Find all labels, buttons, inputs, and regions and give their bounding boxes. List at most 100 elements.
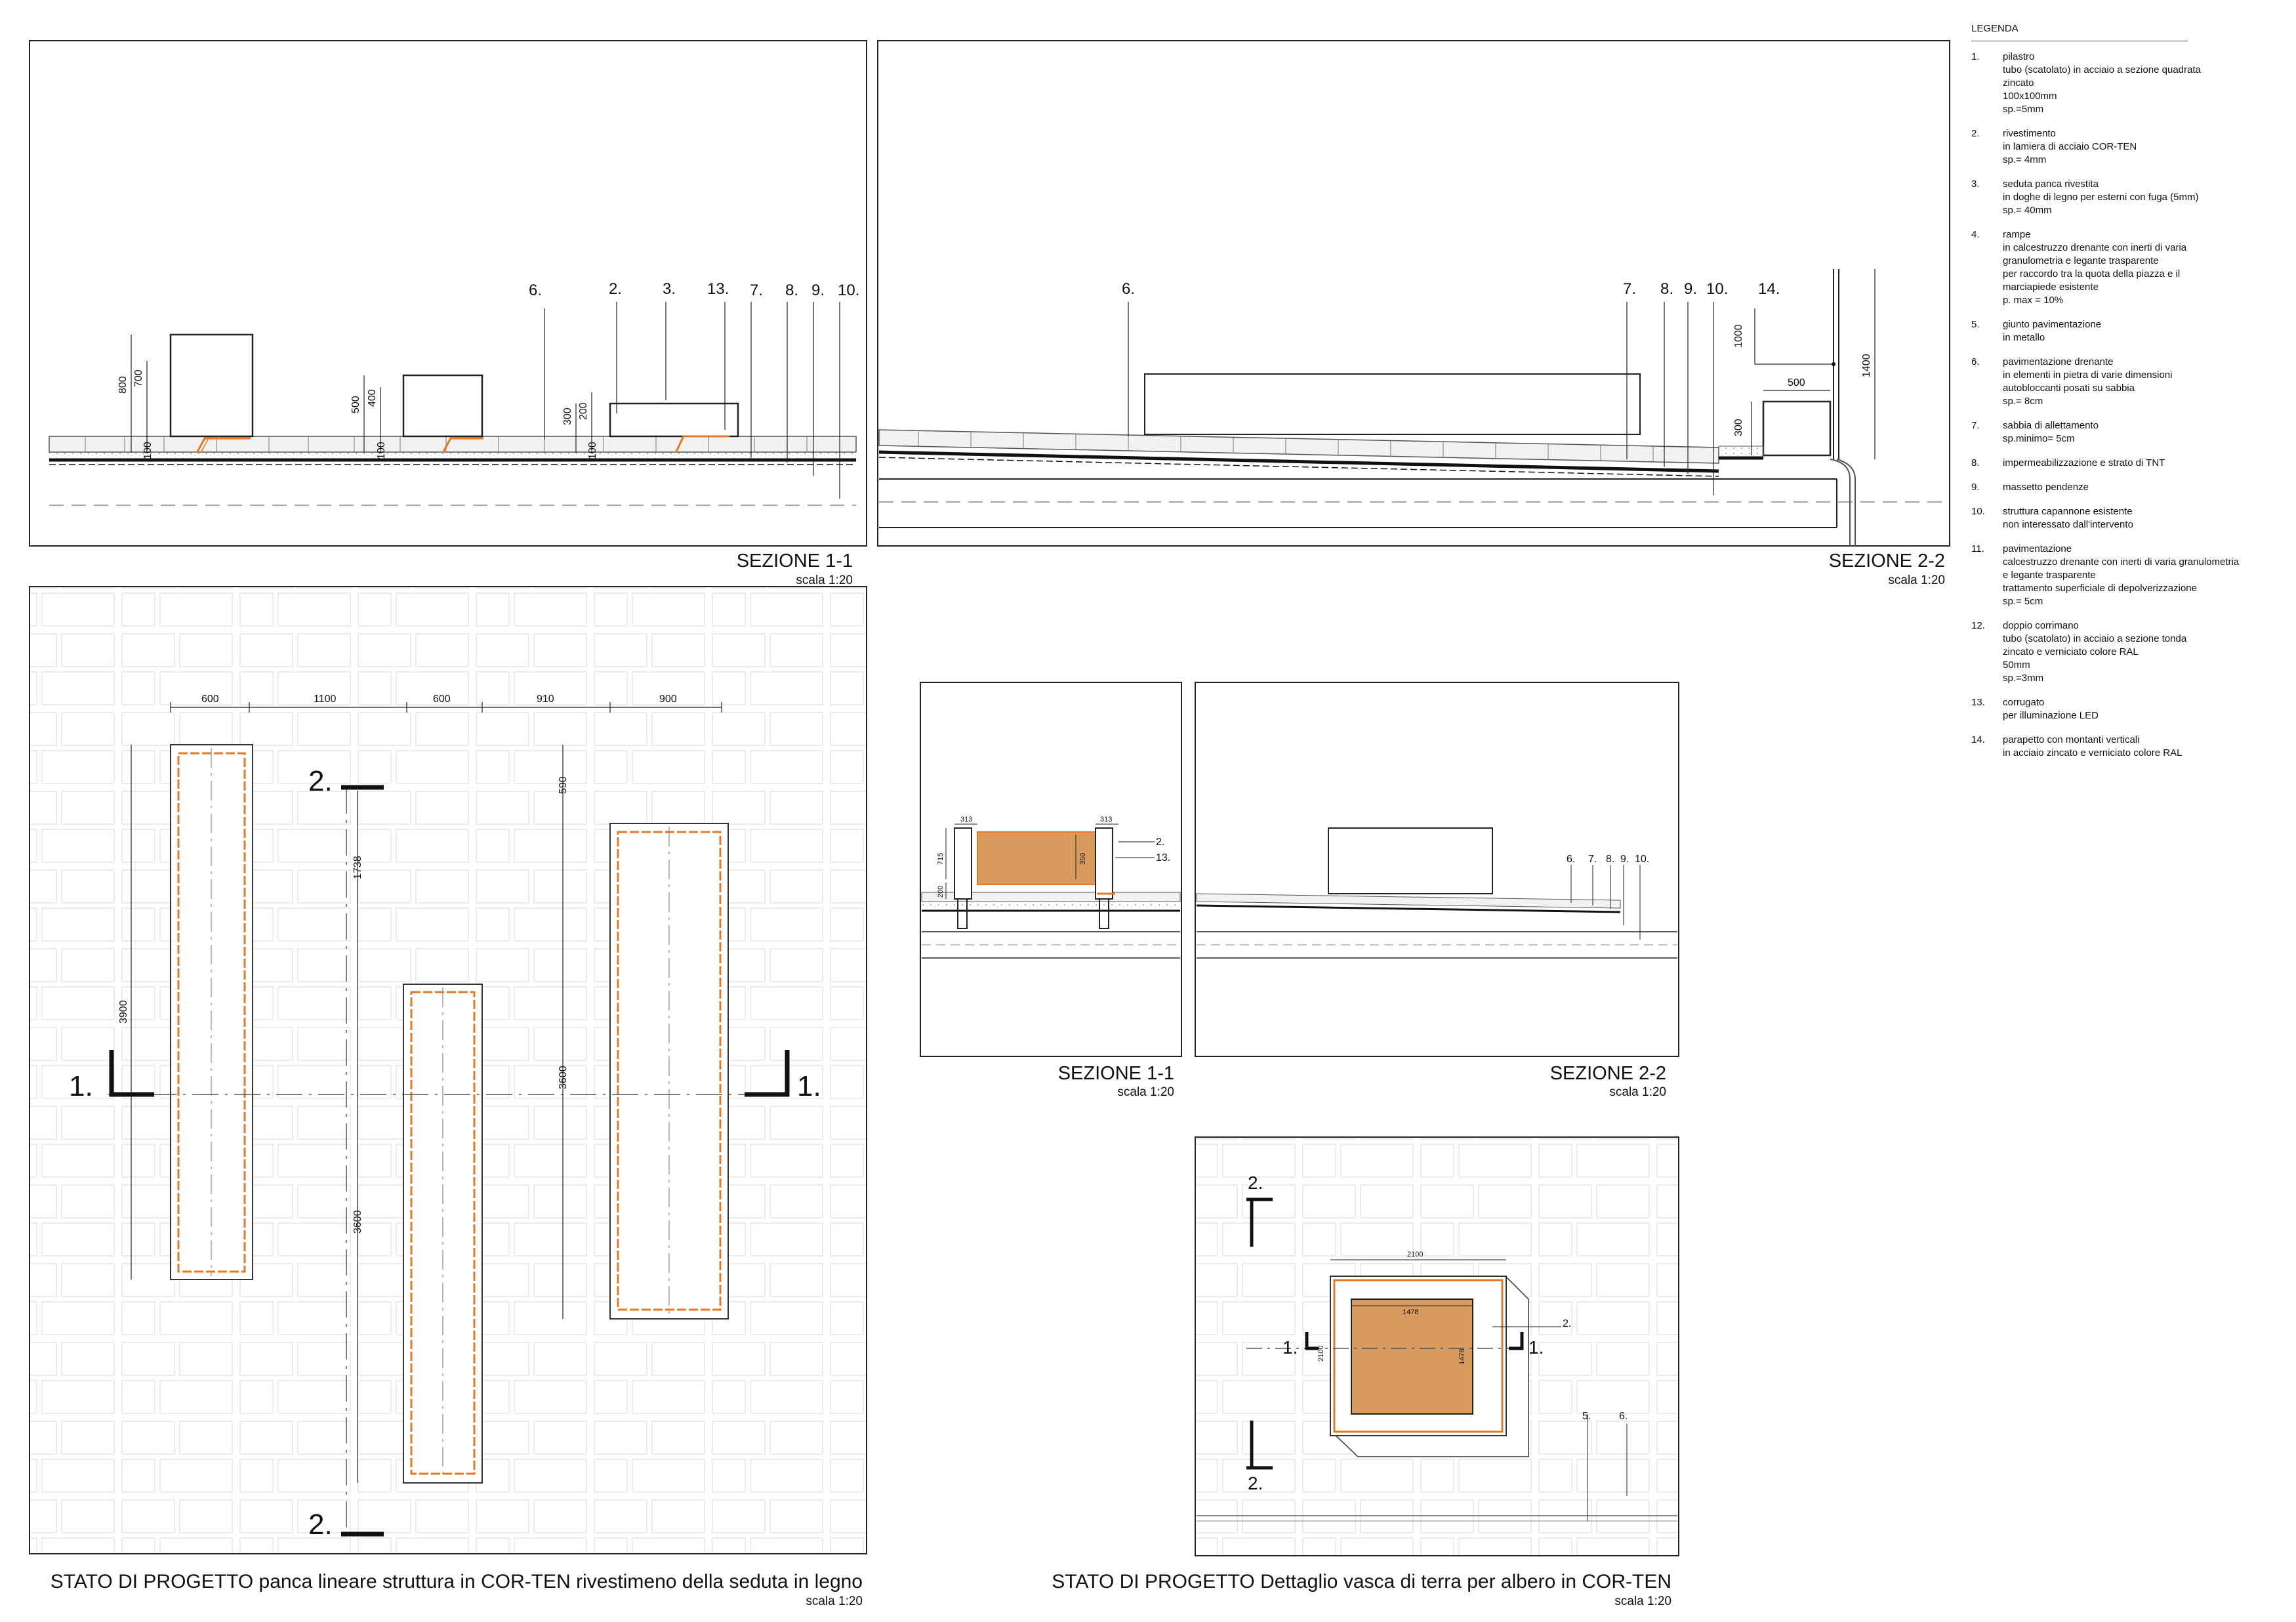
legend-item-text: parapetto con montanti verticali in acci… [2003, 734, 2183, 759]
section-mark-label: 1. [1282, 1337, 1298, 1358]
section-title: SEZIONE 2-2 [1550, 1063, 1666, 1084]
legend-item-number: 4. [1971, 229, 1980, 240]
callout-label: 10. [838, 281, 859, 299]
plan-title: STATO DI PROGETTO panca lineare struttur… [51, 1571, 863, 1592]
section-mark-label: 1. [797, 1070, 821, 1102]
dim-label: 3600 [352, 1210, 363, 1234]
legend-item: 5.giunto pavimentazione in metallo [1971, 318, 2280, 344]
legend-item-number: 11. [1971, 543, 1984, 554]
dim-label: 800 [117, 376, 129, 394]
callout-label: 10. [1635, 854, 1649, 865]
legend-item-text: impermeabilizzazione e strato di TNT [2003, 457, 2165, 468]
legend-item-number: 13. [1971, 697, 1985, 708]
legend-item-text: pavimentazione calcestruzzo drenante con… [2003, 543, 2240, 607]
dim-label: 200 [578, 402, 589, 420]
section-title: SEZIONE 2-2 [1829, 551, 1945, 572]
led-pipe-3 [674, 435, 729, 453]
legend-item-text: giunto pavimentazione in metallo [2003, 319, 2102, 343]
callout-label: 13. [707, 280, 729, 298]
legend-item: 12. doppio corrimano tubo (scatolato) in … [1971, 619, 2280, 685]
legend-item-number: 14. [1971, 734, 1985, 745]
led-pipe-2 [441, 437, 483, 453]
bench-block-3 [609, 402, 739, 438]
legend-item-text: seduta panca rivestita in doghe di legno… [2003, 178, 2199, 216]
dim-label: 3600 [558, 1066, 569, 1089]
dim-label: 1738 [352, 856, 363, 879]
dim-label: 313 [960, 816, 972, 823]
section-scale: scala 1:20 [1888, 573, 1945, 587]
dim-label: 2100 [1407, 1251, 1423, 1258]
legend-item: 1.pilastro tubo (scatolato) in acciaio a… [1971, 51, 2280, 116]
corten-liner [1333, 1279, 1504, 1433]
dim-label: 1478 [1403, 1308, 1418, 1316]
plan-title: STATO DI PROGETTO Dettaglio vasca di ter… [1052, 1571, 1671, 1592]
dim-label: 500 [350, 396, 361, 413]
section-title: SEZIONE 1-1 [737, 551, 853, 572]
bench-elevation [1144, 373, 1641, 435]
legend-list: 1.pilastro tubo (scatolato) in acciaio a… [1971, 51, 2280, 760]
callout-label: 6. [529, 281, 542, 299]
dim-label: 400 [367, 389, 378, 407]
dim-label: 715 [937, 853, 945, 865]
callout-label: 10. [1706, 280, 1728, 298]
bench-block-1 [169, 333, 254, 438]
callout-label: 2. [1156, 837, 1164, 848]
panel-section-2-2: 1000 1400 500 300 6. 7. 8. 9. 10. 14. SE… [877, 40, 1950, 587]
callout-label: 6. [1122, 280, 1135, 298]
legend-item-text: rivestimento in lamiera di acciaio COR-T… [2003, 128, 2137, 165]
legend-item: 6. pavimentazione drenante in elementi in… [1971, 356, 2280, 408]
section-title: SEZIONE 1-1 [1058, 1063, 1174, 1084]
bench-elevation [1328, 827, 1493, 894]
section-scale: scala 1:20 [1609, 1085, 1666, 1099]
legend-item-number: 7. [1971, 420, 1980, 431]
dim-label: 100 [142, 442, 154, 459]
bench-block-2 [402, 374, 483, 438]
dim-label: 313 [1100, 816, 1112, 823]
dim-label: 200 [937, 886, 945, 898]
wood-seat-fill [977, 831, 1099, 885]
plan-scale: scala 1:20 [806, 1594, 863, 1608]
dim-label: 300 [1733, 419, 1744, 436]
legend-item-number: 10. [1971, 506, 1985, 517]
callout-label: 9. [1620, 854, 1629, 865]
legend-item: 3. seduta panca rivestita in doghe di leg… [1971, 178, 2280, 217]
legend-title: LEGENDA [1971, 22, 2188, 41]
dim-label: 300 [562, 407, 573, 425]
dim-label: 1400 [1861, 354, 1872, 377]
panel-frame [1195, 682, 1679, 1057]
dim-label: 600 [433, 694, 451, 705]
dim-label: 350 [1079, 853, 1087, 865]
legend-item: 14. parapetto con montanti verticali in a… [1971, 734, 2280, 760]
legend-item-text: doppio corrimano tubo (scatolato) in acc… [2003, 620, 2187, 684]
callout-label: 3. [663, 280, 676, 298]
legend-item-number: 3. [1971, 178, 1980, 190]
legend-item: 9.massetto pendenze [1971, 481, 2280, 494]
callout-label: 6. [1619, 1411, 1628, 1422]
dim-label: 900 [659, 694, 677, 705]
callout-label: 9. [811, 281, 825, 299]
steel-post [954, 827, 972, 900]
plan-tree-tank: 2100 1478 2100 1478 2. 5. 6. 2. 2. 1. 1.… [1052, 1136, 1679, 1608]
dim-label: 1000 [1733, 324, 1744, 348]
legend-item-text: pavimentazione drenante in elementi in p… [2003, 356, 2173, 407]
section-scale: scala 1:20 [1117, 1085, 1174, 1099]
detail-section-2-2: 6. 7. 8. 9. 10. SEZIONE 2-2 scala 1:20 [1195, 682, 1679, 1099]
sloped-paving [878, 429, 1719, 464]
legend-item: 4.rampe in calcestruzzo drenante con ine… [1971, 228, 2280, 307]
section-mark-label: 2. [1248, 1473, 1263, 1493]
callout-label: 7. [1623, 280, 1636, 298]
callout-label: 6. [1567, 854, 1575, 865]
legend-item-text: struttura capannone esistente non intere… [2003, 506, 2133, 530]
legend-item-number: 6. [1971, 356, 1980, 367]
steel-post [1095, 827, 1113, 900]
dim-label: 700 [133, 369, 144, 387]
legend-item-number: 12. [1971, 620, 1985, 631]
section-scale: scala 1:20 [796, 573, 853, 587]
dim-label: 100 [587, 442, 598, 459]
plan-scale: scala 1:20 [1614, 1594, 1671, 1608]
callout-label: 2. [609, 280, 622, 298]
callout-leaders [1128, 302, 1714, 495]
callout-label: 7. [750, 281, 763, 299]
legend-item-number: 9. [1971, 482, 1980, 493]
